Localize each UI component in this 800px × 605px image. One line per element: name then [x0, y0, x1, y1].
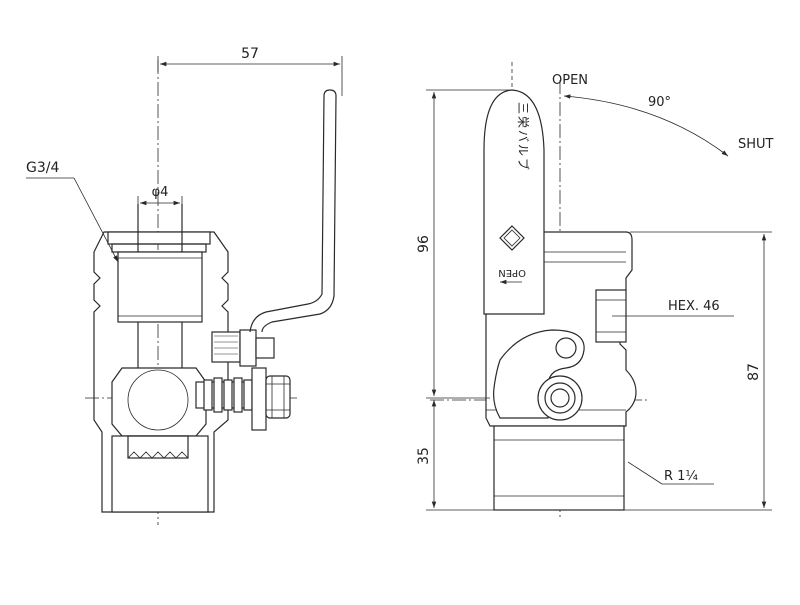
- dim-handle-reach: 57: [241, 46, 259, 62]
- stem-plate: [251, 367, 267, 431]
- lever-pivot: [255, 337, 275, 359]
- handle-open-mark: OPEN: [498, 267, 526, 278]
- stem-nut-mid: [544, 382, 576, 414]
- dim-height-upper: 96: [416, 235, 432, 253]
- ball-chamber: [111, 367, 207, 437]
- body-outline: [93, 231, 229, 513]
- stem-nut: [265, 375, 291, 419]
- inlet-thread-label: G3/4: [26, 160, 59, 176]
- outlet-thread-teeth: [127, 451, 189, 459]
- stem-rings: [203, 377, 253, 413]
- outlet-section: [111, 435, 209, 513]
- rotation-angle: 90°: [648, 95, 671, 110]
- stem-nut-inner: [550, 388, 570, 408]
- g34-leader: [73, 177, 119, 263]
- inlet-flange-lip: [111, 243, 207, 253]
- outlet-thread: [493, 425, 625, 511]
- hex-label: HEX. 46: [668, 299, 720, 314]
- pivot-pin: [555, 337, 577, 359]
- dim-stem-dia: φ4: [152, 185, 169, 200]
- outlet-thread-label: R 1¼: [664, 469, 698, 484]
- lever-base: [211, 331, 241, 363]
- dim-height-lower: 35: [416, 447, 432, 465]
- ball: [127, 369, 189, 431]
- right-view: 三栄バルブ OPEN OPEN 90° SHUT HEX. 46 R 1¼ 96…: [416, 62, 774, 520]
- rotation-arc: [563, 94, 729, 157]
- outlet-seat: [127, 435, 189, 459]
- inlet-flange: [107, 231, 211, 245]
- handle-grip: [483, 89, 545, 315]
- handle-lever: [249, 89, 337, 333]
- brand-logo: [499, 225, 525, 251]
- r114-leader-slant: [627, 461, 663, 485]
- dim-height-total: 87: [746, 363, 762, 381]
- left-view: G3/4 57 φ4: [26, 46, 343, 525]
- open-label: OPEN: [552, 73, 588, 88]
- inlet-thread-box: [117, 251, 203, 323]
- lever-collar: [239, 329, 257, 367]
- handle-brand-text: 三栄バルブ: [516, 102, 531, 172]
- shut-label: SHUT: [738, 137, 774, 152]
